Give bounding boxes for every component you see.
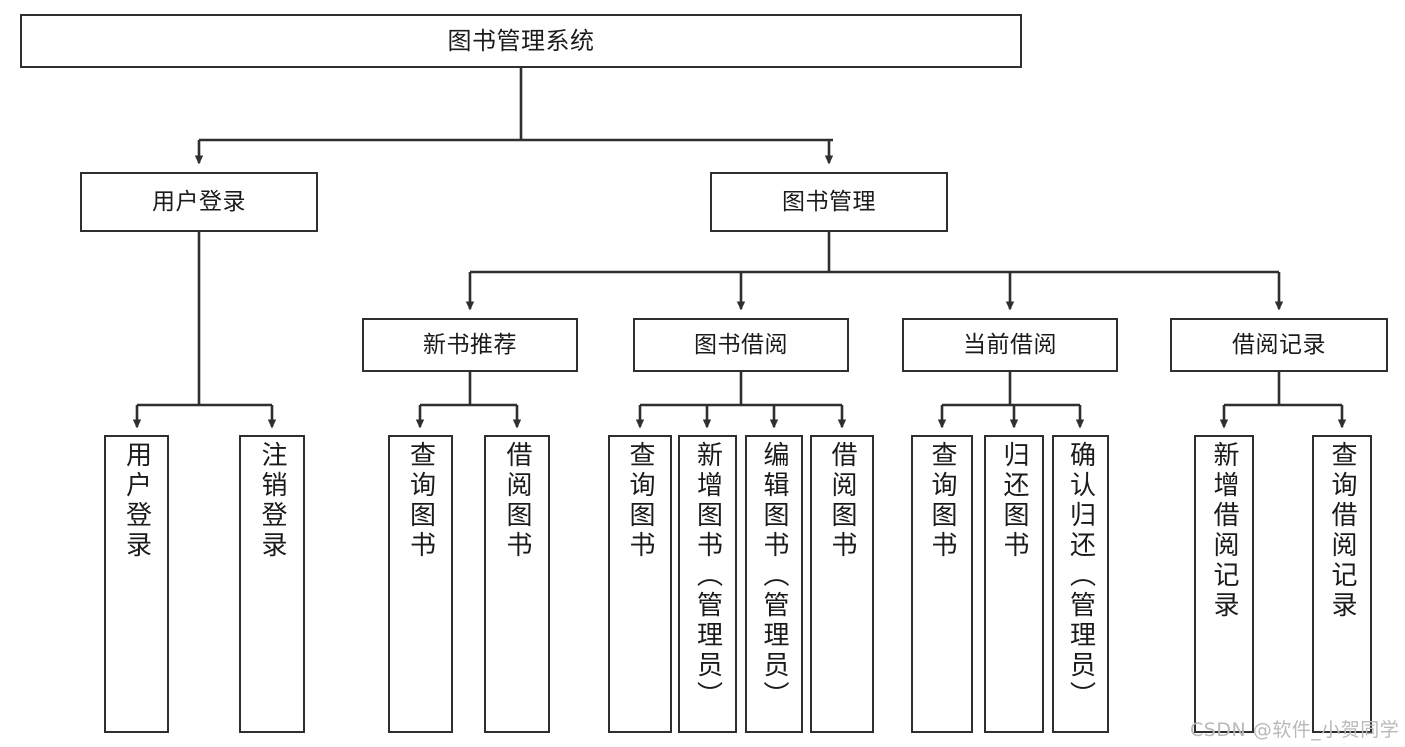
node-book-manage[interactable]: 图书管理 bbox=[710, 172, 948, 232]
node-leaf-user-login-label: 用户登录 bbox=[121, 441, 152, 561]
node-leaf-confirm-return-admin-label: 确认归还（管理员） bbox=[1065, 441, 1096, 711]
node-leaf-query-book-borrow-label: 查询图书 bbox=[625, 441, 655, 561]
node-root[interactable]: 图书管理系统 bbox=[20, 14, 1022, 68]
node-leaf-confirm-return-admin[interactable]: 确认归还（管理员） bbox=[1052, 435, 1109, 733]
node-new-book-rec-label: 新书推荐 bbox=[423, 331, 517, 358]
node-leaf-logout[interactable]: 注销登录 bbox=[239, 435, 305, 733]
node-leaf-borrow-book-rec[interactable]: 借阅图书 bbox=[484, 435, 550, 733]
node-root-label: 图书管理系统 bbox=[447, 27, 595, 55]
node-book-manage-label: 图书管理 bbox=[782, 188, 876, 215]
node-leaf-query-borrow-record-label: 查询借阅记录 bbox=[1327, 441, 1357, 621]
node-leaf-edit-book-admin-label: 编辑图书（管理员） bbox=[759, 441, 789, 711]
node-leaf-add-book-admin-label: 新增图书（管理员） bbox=[692, 441, 723, 711]
node-user-login[interactable]: 用户登录 bbox=[80, 172, 318, 232]
node-user-login-label: 用户登录 bbox=[152, 188, 246, 215]
node-borrow-record-label: 借阅记录 bbox=[1232, 331, 1326, 358]
node-leaf-user-login[interactable]: 用户登录 bbox=[104, 435, 169, 733]
node-leaf-logout-label: 注销登录 bbox=[257, 441, 287, 561]
node-borrow-record[interactable]: 借阅记录 bbox=[1170, 318, 1388, 372]
node-leaf-query-book-rec-label: 查询图书 bbox=[405, 441, 436, 561]
node-leaf-borrow-book-label: 借阅图书 bbox=[827, 441, 857, 561]
node-leaf-query-book-borrow[interactable]: 查询图书 bbox=[608, 435, 672, 733]
node-leaf-add-borrow-record[interactable]: 新增借阅记录 bbox=[1194, 435, 1254, 733]
node-leaf-edit-book-admin[interactable]: 编辑图书（管理员） bbox=[745, 435, 803, 733]
node-leaf-query-book-current[interactable]: 查询图书 bbox=[911, 435, 973, 733]
node-leaf-query-book-rec[interactable]: 查询图书 bbox=[388, 435, 453, 733]
node-leaf-borrow-book[interactable]: 借阅图书 bbox=[810, 435, 874, 733]
node-leaf-query-borrow-record[interactable]: 查询借阅记录 bbox=[1312, 435, 1372, 733]
node-leaf-borrow-book-rec-label: 借阅图书 bbox=[502, 441, 532, 561]
node-leaf-return-book-label: 归还图书 bbox=[999, 441, 1029, 561]
node-leaf-add-borrow-record-label: 新增借阅记录 bbox=[1209, 441, 1239, 621]
node-current-borrow-label: 当前借阅 bbox=[963, 331, 1057, 358]
node-current-borrow[interactable]: 当前借阅 bbox=[902, 318, 1118, 372]
node-leaf-query-book-current-label: 查询图书 bbox=[927, 441, 957, 561]
node-book-borrow-label: 图书借阅 bbox=[694, 331, 788, 358]
node-new-book-rec[interactable]: 新书推荐 bbox=[362, 318, 578, 372]
node-book-borrow[interactable]: 图书借阅 bbox=[633, 318, 849, 372]
node-leaf-add-book-admin[interactable]: 新增图书（管理员） bbox=[678, 435, 737, 733]
csdn-watermark: CSDN @软件_小贺同学 bbox=[1190, 719, 1400, 741]
node-leaf-return-book[interactable]: 归还图书 bbox=[984, 435, 1044, 733]
